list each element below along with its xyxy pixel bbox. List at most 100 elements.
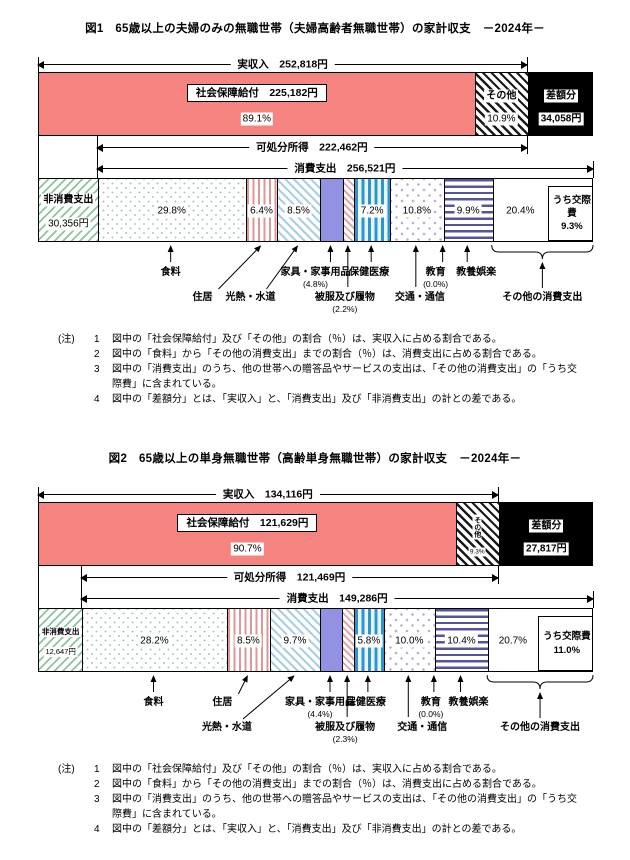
note-number: 1 <box>94 764 100 775</box>
callout-label-text: 家具・家事用品 <box>285 697 355 708</box>
non-consumption-value: 30,356円 <box>46 217 91 231</box>
seg-pct-0: 28.2% <box>138 634 171 648</box>
kosaihi-label: うち交際費 <box>552 194 591 219</box>
callout-label-sub-pct: (4.8%) <box>302 279 328 289</box>
seg-pct-9: 20.4% <box>504 204 537 218</box>
income-other-pct: 10.9% <box>485 112 518 126</box>
seg-pct-6: 10.8% <box>400 204 434 218</box>
consumption-span-arrow: 消費支出 149,286円 <box>80 592 594 606</box>
arrow-right-head <box>521 61 529 69</box>
disposable-income-arrow: 可処分所得 222,462円 <box>95 141 529 155</box>
income-other-label: その他 <box>472 514 482 540</box>
kosaihi-label: うち交際費 <box>543 631 591 643</box>
figure-2-chart: 実収入 134,116円可処分所得 121,469円消費支出 149,286円社… <box>0 450 630 860</box>
callout-label-sub-pct: (2.2%) <box>332 304 358 314</box>
callout-label-text: 光熱・水道 <box>201 722 252 733</box>
income-seg-deficit <box>498 503 592 565</box>
callout-label-text: その他の消費支出 <box>502 292 583 303</box>
non-consumption-label: 非消費支出 <box>41 193 96 207</box>
callout-label: 光熱・水道 <box>225 292 275 304</box>
note-text: 図中の「消費支出」のうち、他の世帯への贈答品やサービスの支出は、「その他の消費支… <box>112 794 577 820</box>
callout-label-text: 住居 <box>192 292 213 303</box>
seg-pct-8: 9.9% <box>454 204 482 218</box>
social-security-label: 社会保障給付 121,629円 <box>177 514 318 532</box>
seg-pct-5: 5.8% <box>355 634 383 648</box>
income-seg-social-security <box>39 73 475 135</box>
callout-label: 教育(0.0%) <box>423 267 448 290</box>
seg-3 <box>319 609 343 671</box>
callout-label-text: 教育 <box>420 697 441 708</box>
seg-2 <box>270 609 320 671</box>
nonconsumption-boundary-line <box>96 136 98 178</box>
left-edge-line <box>38 566 39 608</box>
expenditure-callouts: 食料住居光熱・水道家具・家事用品(4.8%)被服及び履物(2.2%)保健医療交通… <box>0 242 630 326</box>
callout-label-text: 保健医療 <box>345 697 386 708</box>
nonconsumption-boundary-line <box>81 566 83 608</box>
kosaihi-pct: 9.3% <box>561 221 583 233</box>
callout-label: 保健医療 <box>349 267 389 279</box>
deficit-label: 差額分 <box>529 519 564 533</box>
arrow-left-head <box>80 574 88 582</box>
callout-label-text: 教育 <box>425 267 446 278</box>
arrow-left-head <box>37 491 44 499</box>
arrow-right-head <box>491 574 499 582</box>
income-span-arrow-label: 実収入 134,116円 <box>215 488 320 502</box>
seg-0 <box>97 179 246 241</box>
seg-4 <box>342 609 355 671</box>
callout-label: 被服及び履物(2.2%) <box>315 292 375 315</box>
callout-label-text: 被服及び履物 <box>314 292 375 303</box>
non-consumption-label: 非消費支出 <box>39 627 82 637</box>
seg-pct-5: 7.2% <box>358 204 386 218</box>
callout-arrows <box>167 244 594 290</box>
note-text: 図中の「差額分」とは、「実収入」と、「消費支出」及び「非消費支出」の計との差であ… <box>112 394 522 405</box>
callout-label-text: 家具・家事用品 <box>280 267 351 278</box>
social-security-pct: 89.1% <box>240 112 273 126</box>
arrow-right-head <box>521 144 529 152</box>
arrow-right-head <box>491 491 499 499</box>
callout-label-sub-pct: (4.4%) <box>307 709 333 719</box>
arrow-right-head <box>586 595 594 603</box>
notes-prefix: (注) <box>58 334 75 345</box>
income-seg-other <box>474 73 529 135</box>
left-edge-line <box>38 136 39 178</box>
note-number: 2 <box>94 349 100 360</box>
seg-pct-8: 10.4% <box>445 634 478 648</box>
arrow-left-head <box>80 595 88 603</box>
income-other-label: その他 <box>484 89 519 103</box>
figure-2: 図2 65歳以上の単身無職世帯（高齢単身無職世帯）の家計収支 －2024年－ 実… <box>0 450 630 860</box>
note-number: 3 <box>94 364 100 375</box>
arrow-right-head <box>586 165 594 173</box>
callout-label: 教養娯楽 <box>448 697 488 709</box>
callout-label-text: 食料 <box>143 697 164 708</box>
callout-label-sub-pct: (0.0%) <box>423 279 449 289</box>
seg-pct-2: 9.7% <box>281 634 309 648</box>
income-seg-deficit <box>528 73 592 135</box>
expenditure-callouts: 食料住居光熱・水道家具・家事用品(4.4%)被服及び履物(2.3%)保健医療交通… <box>0 672 630 756</box>
non-consumption-value: 12,647円 <box>43 647 78 657</box>
consumption-span-arrow-label: 消費支出 256,521円 <box>287 162 403 176</box>
callout-label-text: 住居 <box>212 697 233 708</box>
callout-label: 家具・家事用品(4.8%) <box>280 267 350 290</box>
income-span-arrow: 実収入 134,116円 <box>37 488 499 502</box>
callout-label-text: 食料 <box>160 267 181 278</box>
seg-4 <box>343 179 355 241</box>
seg-pct-6: 10.0% <box>393 634 426 648</box>
callout-label: 被服及び履物(2.3%) <box>315 722 375 745</box>
income-other-pct: 9.3% <box>468 547 486 557</box>
figure-1-title: 図1 65歳以上の夫婦のみの無職世帯（夫婦高齢者無職世帯）の家計収支 －2024… <box>85 23 545 35</box>
income-span-arrow: 実収入 252,818円 <box>37 58 529 72</box>
arrow-left-head <box>95 144 103 152</box>
kosaihi-pct: 11.0% <box>553 644 581 656</box>
seg-non-consumption <box>39 609 83 671</box>
arrow-left-head <box>95 165 103 173</box>
note-number: 4 <box>94 824 100 835</box>
